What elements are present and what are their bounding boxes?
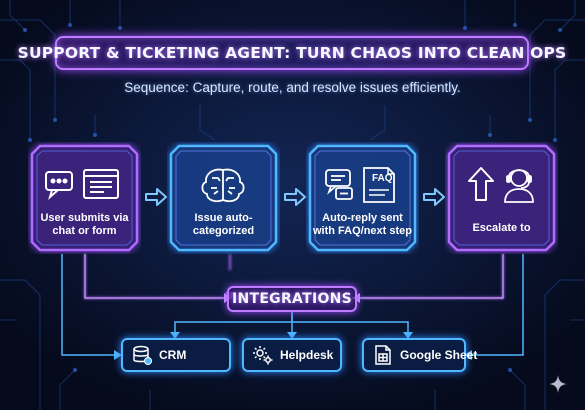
- title-banner: SUPPORT & TICKETING AGENT: TURN CHAOS IN…: [18, 36, 566, 70]
- tool-helpdesk: Helpdesk: [242, 338, 342, 372]
- brain-circuit-icon: [201, 168, 245, 203]
- tool-crm: CRM: [121, 338, 231, 372]
- step-card-1: User submits via chat or form: [28, 142, 141, 254]
- step-label: User submits via chat or form: [40, 212, 129, 237]
- faq-badge: FAQ: [372, 173, 393, 184]
- gears-icon: [253, 346, 273, 365]
- chat-bubbles-icon: [45, 171, 73, 200]
- right-arrow-icon: [423, 188, 445, 206]
- spreadsheet-icon: [375, 345, 391, 365]
- right-arrow-icon: [284, 188, 306, 206]
- integrations-hub: INTEGRATIONS: [227, 286, 357, 312]
- tool-label: Helpdesk: [280, 348, 334, 362]
- tool-google-sheet: Google Sheet: [362, 338, 477, 372]
- database-icon: [133, 345, 152, 365]
- reply-bubbles-icon: [325, 169, 353, 200]
- up-arrow-icon: [468, 167, 494, 201]
- step-label: Escalate to: [472, 222, 531, 234]
- right-arrow-icon: [145, 188, 167, 206]
- step-label: Issue auto-categorized: [192, 212, 255, 237]
- step-label: Auto-reply sent with FAQ/next step: [312, 212, 412, 237]
- tool-label: Google Sheet: [400, 348, 478, 362]
- step-card-2: Issue auto-categorized: [167, 142, 280, 254]
- support-agent-icon: [504, 169, 534, 203]
- form-window-icon: [83, 169, 119, 199]
- faq-document-icon: [363, 167, 395, 203]
- subtitle: Sequence: Capture, route, and resolve is…: [124, 80, 461, 95]
- sparkle-icon: [549, 375, 567, 393]
- step-card-3: FAQ Auto-reply sent with FAQ/next step: [306, 142, 419, 254]
- card-frame: [447, 144, 556, 252]
- page-title: SUPPORT & TICKETING AGENT: TURN CHAOS IN…: [17, 44, 567, 62]
- integrations-label: INTEGRATIONS: [231, 291, 353, 307]
- step-card-4: Escalate to: [445, 142, 558, 254]
- tool-label: CRM: [159, 348, 187, 362]
